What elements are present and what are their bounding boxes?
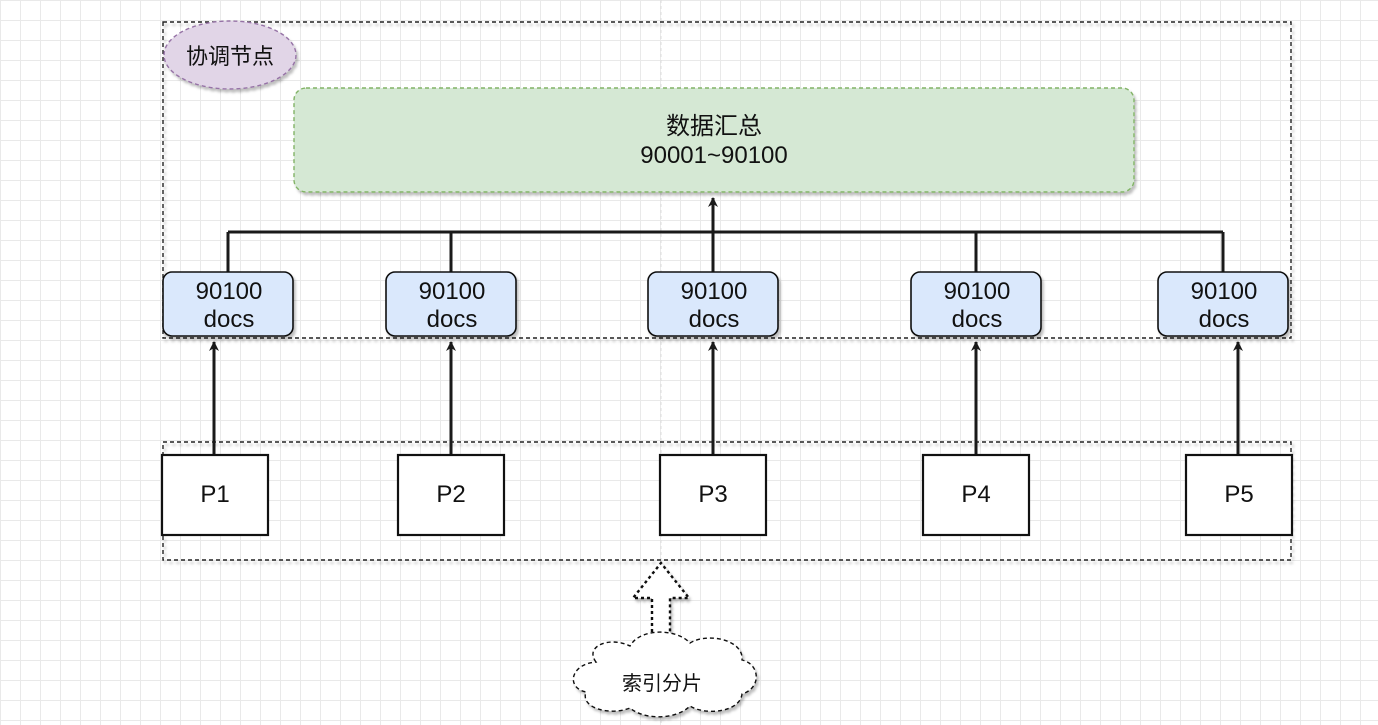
partition-box-2[interactable] <box>396 453 506 537</box>
shard-count: 90100 <box>1190 278 1258 305</box>
source-cloud[interactable] <box>572 631 757 718</box>
summary-range: 90001~90100 <box>640 142 788 169</box>
shard-unit: docs <box>951 306 1003 333</box>
summary-box[interactable] <box>293 87 1135 193</box>
shard-count: 90100 <box>680 278 748 305</box>
shard-unit: docs <box>1198 306 1250 333</box>
shard-unit: docs <box>688 306 740 333</box>
shard-unit: docs <box>203 306 255 333</box>
shard-unit: docs <box>426 306 478 333</box>
source-up-arrow <box>630 561 692 650</box>
shard-result-box-4[interactable] <box>910 271 1042 337</box>
coordinator-label-ellipse[interactable] <box>163 20 297 90</box>
shard-count: 90100 <box>943 278 1011 305</box>
shard-result-box-5[interactable] <box>1157 271 1289 337</box>
coordinator-node-container[interactable] <box>162 21 1292 339</box>
shard-result-box-3[interactable] <box>647 271 779 337</box>
partition-box-3[interactable] <box>658 453 768 537</box>
shard-label-3: 90100 docs <box>648 274 780 338</box>
partition-box-1[interactable] <box>160 453 270 537</box>
summary-label: 数据汇总 90001~90100 <box>294 110 1134 172</box>
shard-result-box-2[interactable] <box>385 271 517 337</box>
shard-label-2: 90100 docs <box>386 274 518 338</box>
partition-label-4: P4 <box>961 481 991 508</box>
shard-label-5: 90100 docs <box>1158 274 1290 338</box>
partition-label-3: P3 <box>698 481 728 508</box>
coordinator-label: 协调节点 <box>185 44 274 69</box>
shard-connectors <box>226 197 1225 272</box>
shard-result-box-1[interactable] <box>162 271 294 337</box>
shard-count: 90100 <box>195 278 263 305</box>
partition-arrows <box>209 341 1243 455</box>
shard-count: 90100 <box>418 278 486 305</box>
partition-box-5[interactable] <box>1184 453 1294 537</box>
summary-title: 数据汇总 <box>666 113 762 140</box>
partition-label-2: P2 <box>436 481 466 508</box>
source-label: 索引分片 <box>622 672 702 695</box>
partition-label-5: P5 <box>1224 481 1254 508</box>
shard-label-1: 90100 docs <box>163 274 295 338</box>
partition-box-4[interactable] <box>921 453 1031 537</box>
partition-label-1: P1 <box>200 481 230 508</box>
shard-label-4: 90100 docs <box>911 274 1043 338</box>
